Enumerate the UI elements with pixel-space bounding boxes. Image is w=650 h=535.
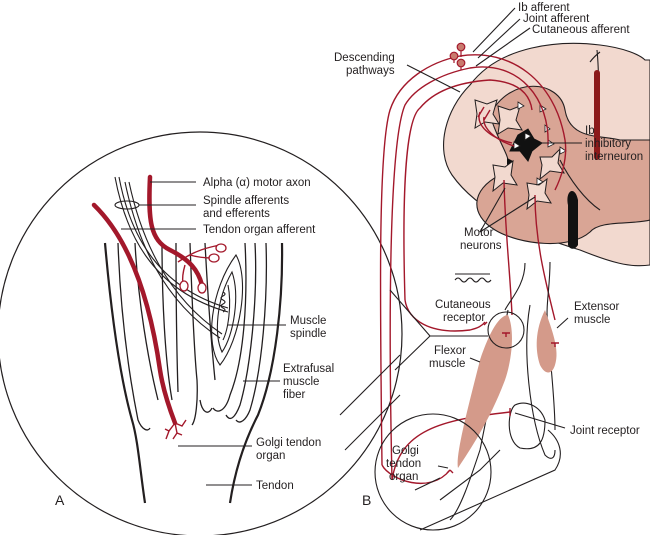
label-golgi-tendon-organ-b-3: organ (389, 471, 418, 483)
label-cutaneous-receptor-2: receptor (443, 312, 485, 324)
label-flexor-muscle-1: Flexor (434, 345, 466, 357)
muscle-spindle (211, 253, 244, 366)
label-golgi-tendon-organ-b-2: tendon (386, 458, 421, 470)
label-spindle-afferents-1: Spindle afferents (203, 195, 289, 207)
flexor-muscle (457, 315, 512, 468)
ventral-median-fissure (567, 190, 578, 249)
cutaneous-receptor-icon (454, 273, 492, 283)
tendon-organ-afferent (91, 202, 178, 426)
interneuron-2 (497, 105, 523, 135)
limb (339, 261, 561, 531)
panel-a: Alpha (α) motor axon Spindle afferents a… (0, 131, 403, 535)
dorsal-median-sulcus (594, 70, 600, 160)
label-ib-inhibitory-2: inhibitory (585, 138, 631, 150)
extensor-muscle (536, 310, 557, 373)
label-tendon-organ-afferent: Tendon organ afferent (203, 224, 316, 236)
ib-afferent-fiber (379, 54, 567, 466)
motor-neuron-3 (539, 147, 565, 181)
label-extensor-muscle-1: Extensor (574, 301, 620, 313)
motor-endplates (177, 243, 227, 294)
leader-lines-b (406, 7, 582, 469)
magnifier-circle-b-small (487, 311, 525, 349)
label-cutaneous-receptor-1: Cutaneous (435, 299, 491, 311)
label-extrafusal-2: muscle (283, 376, 319, 388)
label-ib-inhibitory-1: Ib (585, 125, 595, 137)
panel-b: Ib afferent Joint afferent Cutaneous aff… (334, 2, 650, 531)
label-alpha-motor-axon: Alpha (α) motor axon (203, 177, 311, 189)
panel-label-b: B (362, 492, 371, 508)
label-golgi-tendon-organ-a-1: Golgi tendon (256, 437, 321, 449)
label-joint-afferent: Joint afferent (523, 13, 590, 25)
joint-afferent-fiber (389, 66, 549, 481)
label-muscle-spindle-1: Muscle (290, 315, 326, 327)
cutaneous-afferent-fiber (403, 79, 533, 301)
golgi-tendon-organ-terminal (164, 419, 187, 440)
ib-inhibitory-interneuron (509, 128, 543, 162)
label-tendon: Tendon (256, 480, 294, 492)
nerve-terminals (446, 321, 559, 474)
label-joint-receptor: Joint receptor (570, 425, 640, 437)
panel-label-a: A (55, 492, 65, 508)
label-golgi-tendon-organ-a-2: organ (256, 450, 285, 462)
label-extensor-muscle-2: muscle (574, 314, 610, 326)
magnifier-circle-a (0, 131, 403, 535)
leader-lines-a (121, 181, 286, 486)
label-cutaneous-afferent: Cutaneous afferent (532, 24, 630, 36)
label-descending-1: Descending (334, 52, 395, 64)
motor-axon-extensor (534, 194, 556, 321)
spindle-nerve-bundle (114, 176, 229, 339)
label-descending-2: pathways (346, 65, 395, 77)
label-flexor-muscle-2: muscle (429, 358, 465, 370)
label-muscle-spindle-2: spindle (290, 328, 326, 340)
spinal-cord (443, 42, 650, 267)
label-extrafusal-3: fiber (283, 389, 306, 401)
dorsal-root-ganglia (449, 42, 466, 70)
label-ib-afferent: Ib afferent (518, 2, 570, 14)
alpha-motor-axon (147, 174, 205, 288)
label-spindle-afferents-2: and efferents (203, 208, 270, 220)
label-ib-inhibitory-3: interneuron (585, 151, 643, 163)
label-extrafusal-1: Extrafusal (283, 363, 334, 375)
label-golgi-tendon-organ-b-1: Golgi (392, 445, 419, 457)
magnifier-circle-b-golgi (374, 413, 492, 531)
label-motor-neurons-1: Motor (464, 227, 494, 239)
label-motor-neurons-2: neurons (460, 240, 502, 252)
motor-neuron-1 (492, 159, 518, 193)
extrafusal-muscle-fibers (103, 242, 284, 504)
